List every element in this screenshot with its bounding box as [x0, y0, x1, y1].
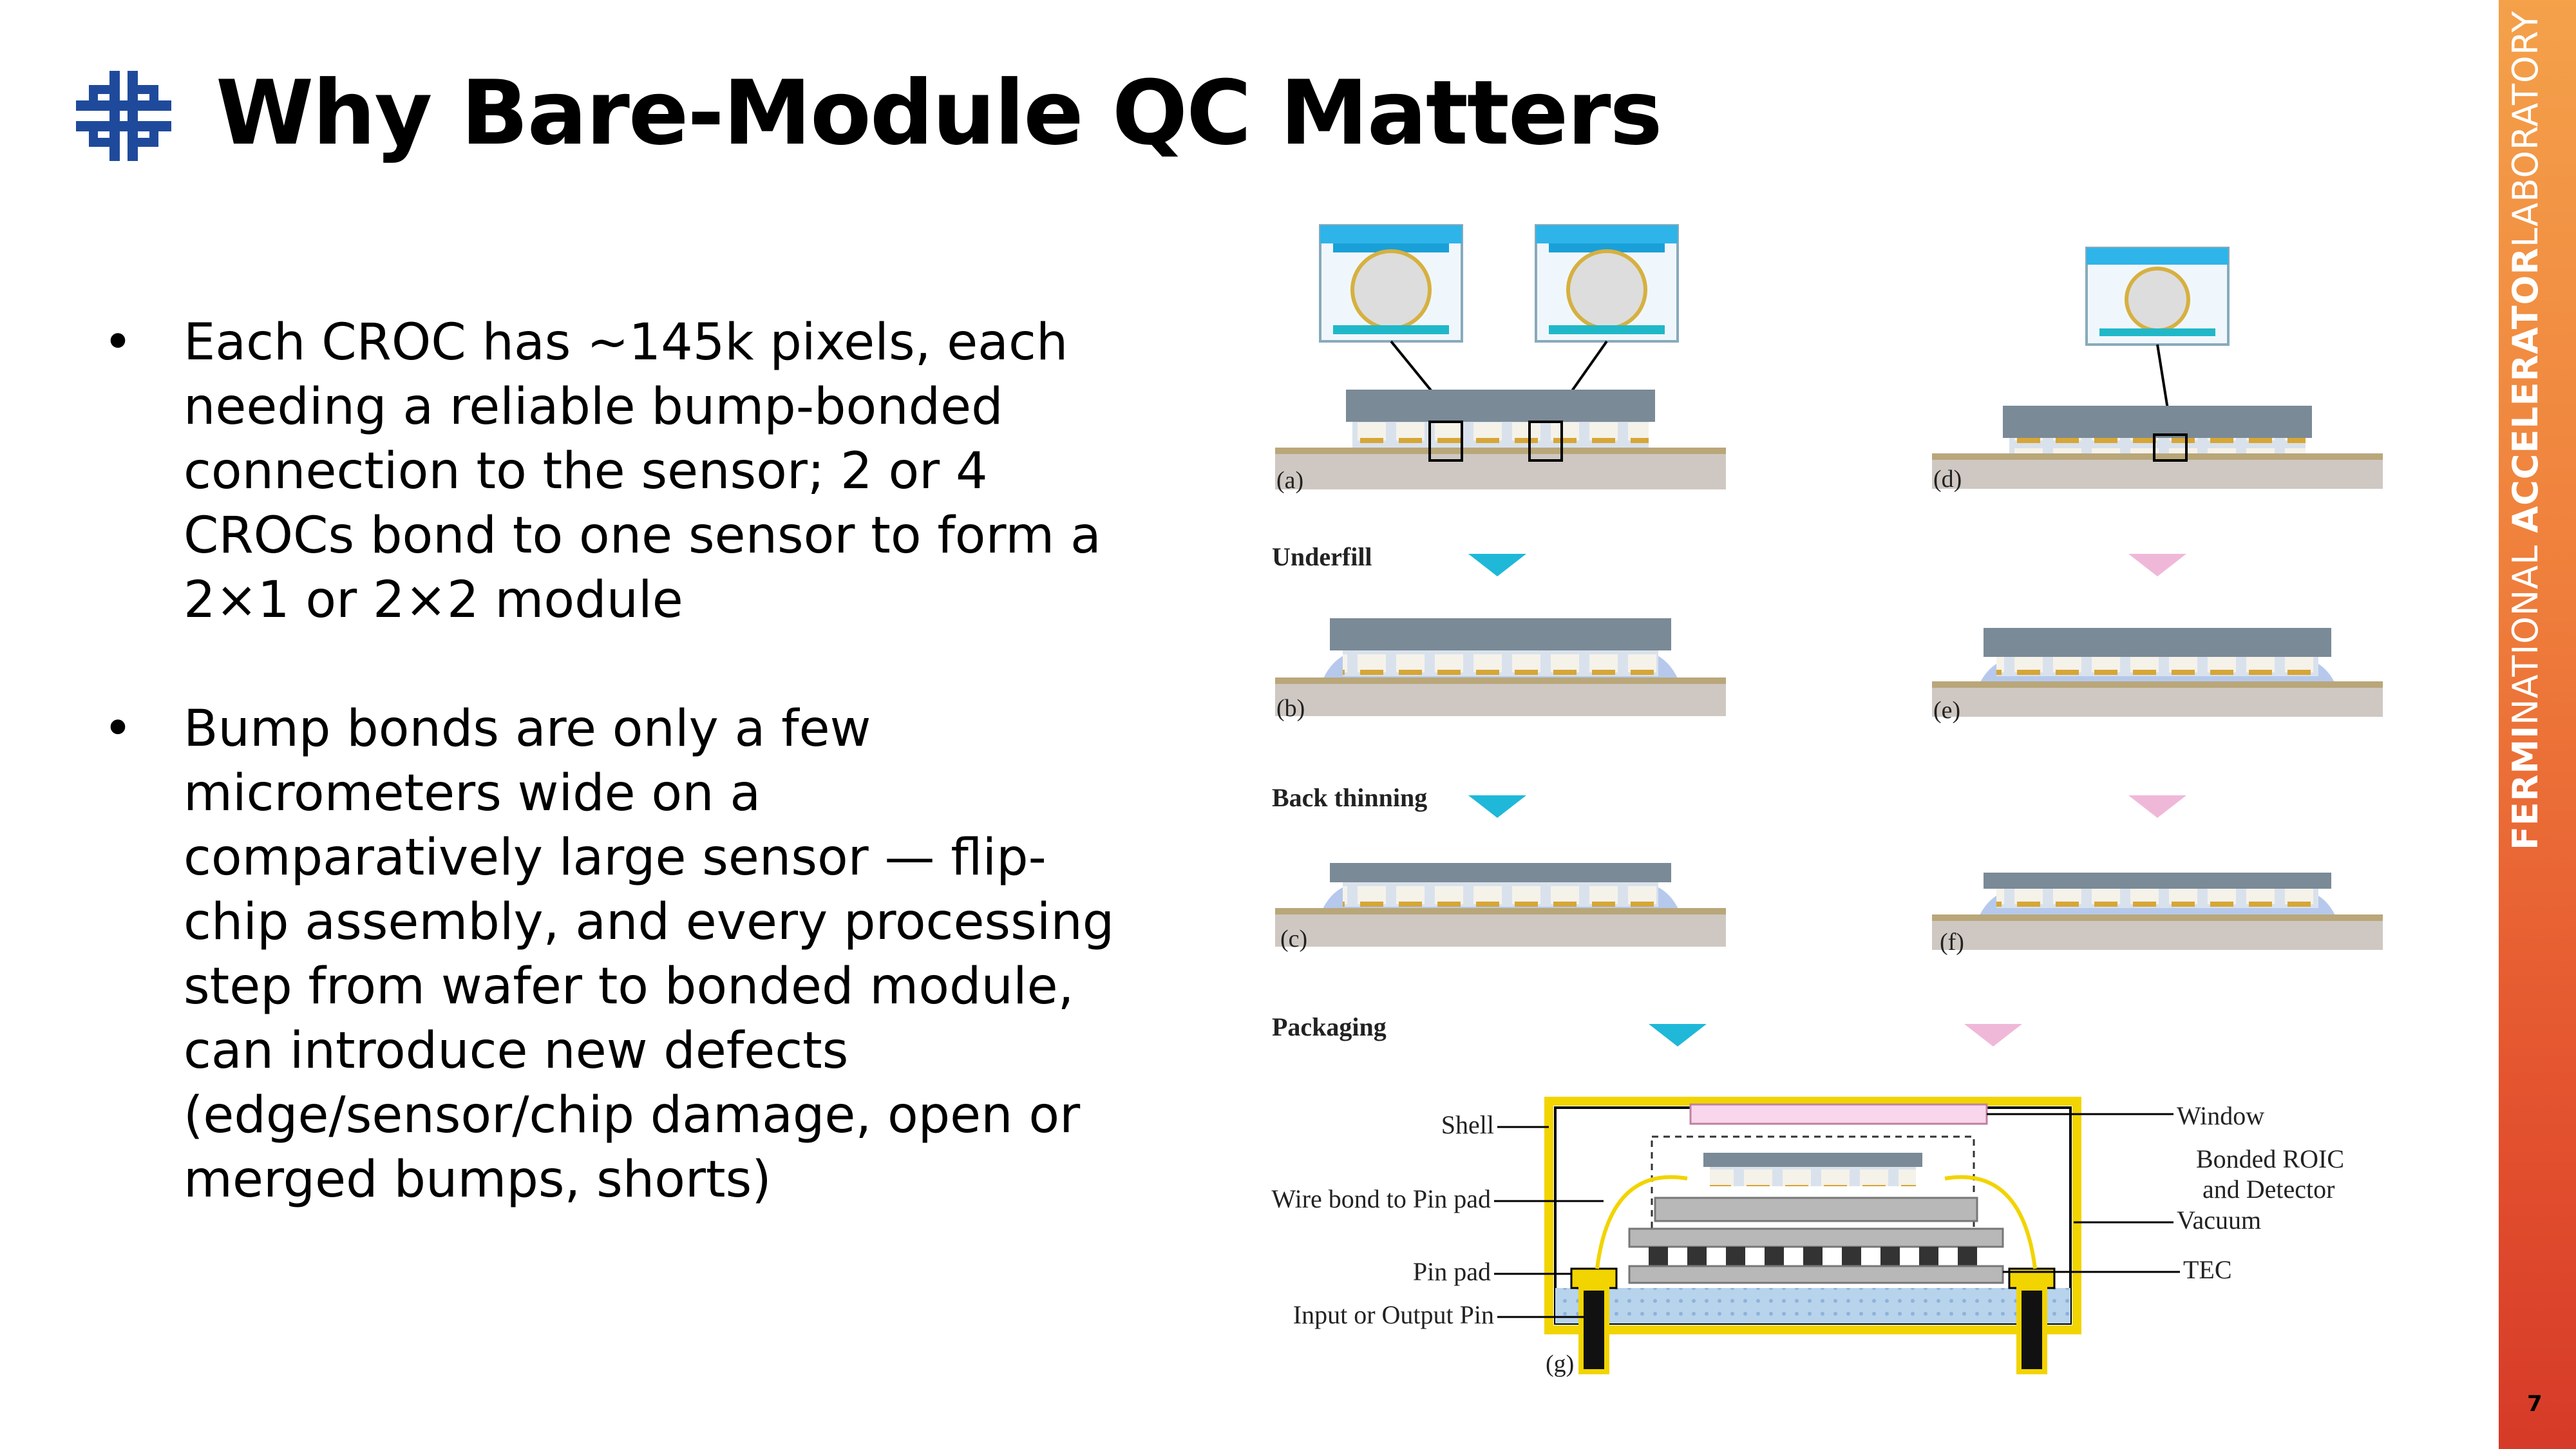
bullet-list: • Each CROC has ~145k pixels, each needi… — [103, 310, 1133, 1212]
panel-g-package — [1544, 1097, 2081, 1374]
arrow-down-icon — [2128, 795, 2186, 818]
arrow-down-icon — [1468, 795, 1526, 818]
label-io-pin: Input or Output Pin — [1293, 1300, 1494, 1329]
label-bonded-roic: Bonded ROIC — [2196, 1144, 2344, 1173]
panel-a-label: (a) — [1276, 467, 1303, 494]
step-underfill: Underfill — [1272, 542, 1372, 571]
label-wire-bond: Wire bond to Pin pad — [1271, 1184, 1491, 1213]
panel-c — [1275, 863, 1726, 947]
panel-e — [1932, 628, 2383, 717]
inset-left-2 — [1535, 224, 1679, 343]
panel-e-label: (e) — [1933, 697, 1960, 724]
panel-f-label: (f) — [1940, 929, 1964, 956]
inset-right — [2085, 247, 2230, 346]
label-shell: Shell — [1441, 1110, 1494, 1139]
label-and-detector: and Detector — [2202, 1175, 2334, 1204]
arrow-down-icon — [1468, 554, 1526, 576]
brand-laboratory: LABORATORY — [2505, 10, 2546, 247]
panel-d — [1932, 406, 2383, 489]
fermilab-logo-icon — [76, 71, 171, 161]
brand-fermi: FERMI — [2505, 724, 2546, 850]
panel-g-label: (g) — [1546, 1350, 1574, 1378]
panel-b-label: (b) — [1276, 695, 1305, 722]
brand-sidebar — [2499, 0, 2576, 1449]
label-pin-pad: Pin pad — [1413, 1257, 1491, 1286]
slide-title: Why Bare-Module QC Matters — [216, 61, 1663, 165]
bullet-item: • Each CROC has ~145k pixels, each needi… — [103, 310, 1133, 632]
bullet-text: Bump bonds are only a few micrometers wi… — [184, 700, 1115, 1209]
inset-left-1 — [1319, 224, 1463, 343]
step-packaging: Packaging — [1272, 1012, 1387, 1041]
bullet-marker: • — [103, 314, 133, 372]
brand-wordmark: FERMINATIONAL ACCELERATORLABORATORY — [2505, 10, 2546, 850]
arrow-down-icon — [2128, 554, 2186, 576]
panel-d-label: (d) — [1933, 466, 1962, 493]
label-window: Window — [2177, 1101, 2264, 1130]
bullet-item: • Bump bonds are only a few micrometers … — [103, 697, 1133, 1212]
panel-f — [1932, 873, 2383, 950]
bullet-text: Each CROC has ~145k pixels, each needing… — [184, 314, 1101, 629]
panel-a — [1275, 390, 1726, 489]
page-number: 7 — [2527, 1391, 2543, 1417]
brand-national: NATIONAL — [2505, 533, 2546, 725]
bullet-marker: • — [103, 700, 133, 758]
panel-c-label: (c) — [1280, 925, 1307, 952]
label-vacuum: Vacuum — [2177, 1206, 2261, 1235]
arrow-down-icon — [1649, 1024, 1707, 1046]
label-tec: TEC — [2183, 1255, 2232, 1284]
brand-accelerator: ACCELERATOR — [2505, 247, 2546, 533]
arrow-down-icon — [1964, 1024, 2022, 1046]
step-back-thinning: Back thinning — [1272, 783, 1427, 812]
flip-chip-process-figure: (a) (d) Underfill (b) (e) Back thinning — [1271, 224, 2383, 1378]
panel-b — [1275, 618, 1726, 716]
